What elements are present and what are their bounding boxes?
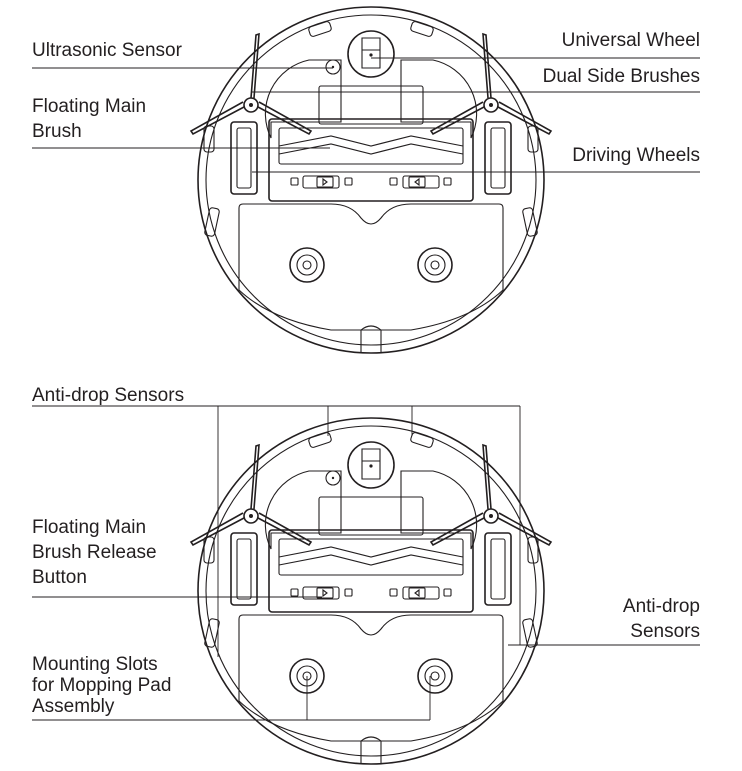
label-floating-main-brush-2: Brush bbox=[32, 121, 82, 142]
robot-top-view bbox=[190, 6, 552, 354]
label-anti-drop-side-2: Sensors bbox=[630, 621, 700, 642]
label-anti-drop-sensors: Anti-drop Sensors bbox=[32, 385, 185, 406]
label-mounting-slots-2: for Mopping Pad bbox=[32, 675, 172, 696]
label-floating-main-brush-1: Floating Main bbox=[32, 96, 147, 117]
label-driving-wheels: Driving Wheels bbox=[572, 145, 700, 166]
label-brush-release-1: Floating Main bbox=[32, 517, 147, 538]
label-mounting-slots-3: Assembly bbox=[32, 696, 115, 717]
label-universal-wheel: Universal Wheel bbox=[561, 30, 700, 51]
label-brush-release-3: Button bbox=[32, 567, 87, 588]
label-ultrasonic-sensor: Ultrasonic Sensor bbox=[32, 40, 182, 61]
label-mounting-slots-1: Mounting Slots bbox=[32, 654, 158, 675]
label-dual-side-brushes: Dual Side Brushes bbox=[542, 66, 700, 87]
label-brush-release-2: Brush Release bbox=[32, 542, 157, 563]
robot-bottom-view bbox=[190, 417, 552, 765]
label-anti-drop-side-1: Anti-drop bbox=[622, 596, 700, 617]
